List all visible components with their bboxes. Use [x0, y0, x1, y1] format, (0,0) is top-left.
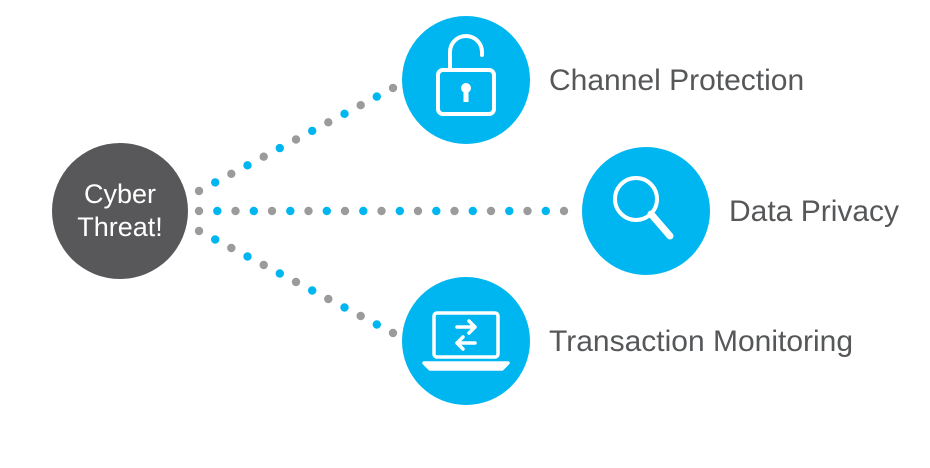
- connector-top-dot: [194, 186, 204, 196]
- connector-bottom-dot: [243, 252, 252, 261]
- connector-middle-dot: [359, 206, 368, 216]
- connector-middle-dot: [322, 206, 331, 216]
- connector-middle: [194, 206, 569, 216]
- connector-top-dot: [243, 161, 252, 170]
- connector-bottom-dot: [372, 320, 381, 329]
- branch-channel-protection: Channel Protection: [402, 16, 804, 144]
- connector-bottom-dot: [340, 303, 349, 312]
- connector-middle-dot: [505, 206, 514, 216]
- connector-middle-dot: [194, 206, 204, 216]
- connector-middle-dot: [377, 206, 386, 216]
- laptop-transfer-icon: [422, 311, 510, 371]
- branch-transaction-monitoring: Transaction Monitoring: [402, 277, 853, 405]
- connector-middle-dot: [468, 206, 477, 216]
- branch-data-privacy: Data Privacy: [582, 147, 899, 275]
- connector-middle-dot: [213, 206, 222, 216]
- connector-middle-dot: [286, 206, 295, 216]
- connector-top-dot: [227, 169, 236, 178]
- connector-middle-dot: [413, 206, 423, 216]
- connector-bottom-dot: [324, 294, 333, 304]
- connector-middle-dot: [340, 206, 350, 216]
- hub-node: Cyber Threat!: [52, 143, 188, 279]
- branch-circle-data-privacy: [582, 147, 710, 275]
- connector-top-dot: [308, 126, 317, 136]
- connector-top-dot: [324, 118, 333, 127]
- connector-bottom-dot: [259, 260, 268, 270]
- connector-top-dot: [372, 92, 381, 101]
- branch-label-channel-protection: Channel Protection: [549, 64, 804, 97]
- connector-bottom-dot: [356, 311, 365, 321]
- connector-top: [194, 83, 398, 196]
- connector-middle-dot: [523, 206, 532, 216]
- connector-middle-dot: [249, 206, 258, 216]
- connector-top-dot: [259, 152, 268, 161]
- connector-bottom-dot: [227, 243, 236, 253]
- connector-top-dot: [275, 143, 284, 153]
- connector-bottom-dot: [275, 269, 284, 278]
- connector-middle-dot: [432, 206, 441, 216]
- connector-middle-dot: [486, 206, 496, 216]
- connector-bottom: [194, 226, 398, 338]
- hub-circle: [52, 143, 188, 279]
- connector-bottom-dot: [194, 226, 204, 236]
- branch-label-data-privacy: Data Privacy: [729, 195, 899, 228]
- connector-top-dot: [291, 135, 301, 144]
- connector-bottom-dot: [308, 286, 317, 295]
- connector-middle-dot: [450, 206, 459, 216]
- connector-middle-dot: [231, 206, 240, 216]
- connector-top-dot: [340, 109, 349, 119]
- hub-label-line1: Cyber: [84, 179, 156, 209]
- connector-bottom-dot: [211, 235, 220, 244]
- connector-middle-dot: [267, 206, 277, 216]
- branch-circle-channel-protection: [402, 16, 530, 144]
- connector-bottom-dot: [291, 277, 301, 287]
- connector-top-dot: [356, 101, 365, 110]
- connector-middle-dot: [541, 206, 550, 216]
- magnifier-icon: [613, 176, 674, 240]
- branch-circle-transaction-monitoring: [402, 277, 530, 405]
- connector-middle-dot: [304, 206, 313, 216]
- branch-label-transaction-monitoring: Transaction Monitoring: [549, 325, 853, 358]
- connector-middle-dot: [559, 206, 569, 216]
- hub-label-line2: Threat!: [77, 212, 163, 242]
- connector-middle-dot: [395, 206, 404, 216]
- connector-top-dot: [388, 83, 398, 93]
- padlock-icon: [436, 34, 496, 116]
- connector-bottom-dot: [388, 328, 398, 338]
- connector-top-dot: [211, 178, 220, 187]
